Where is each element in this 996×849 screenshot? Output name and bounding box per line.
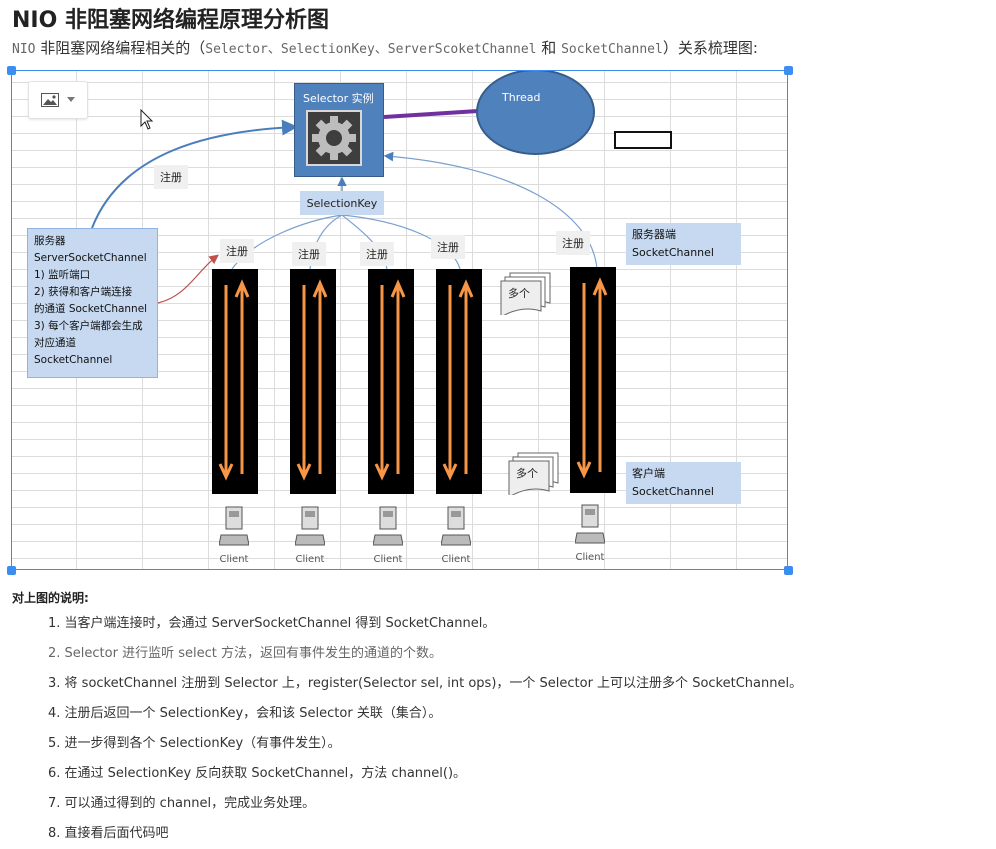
gear-icon — [312, 116, 356, 160]
thread-ellipse: Thread — [476, 71, 595, 155]
client-computer: Client — [562, 503, 618, 563]
resize-handle-bottom-left[interactable] — [7, 566, 16, 575]
list-item: 8. 直接看后面代码吧 — [48, 826, 169, 841]
bidirectional-arrow-icon — [296, 279, 328, 481]
list-item: 3. 将 socketChannel 注册到 Selector 上，regist… — [48, 676, 803, 691]
client-label: Client — [295, 554, 325, 565]
gear-tile — [306, 110, 362, 166]
resize-handle-bottom-right[interactable] — [784, 566, 793, 575]
register-label: 注册 — [431, 235, 465, 259]
computer-icon — [218, 506, 250, 546]
multi-label: 多个 — [508, 287, 530, 300]
resize-handle-top-right[interactable] — [784, 66, 793, 75]
socket-channel-bar — [368, 269, 414, 494]
resize-handle-top-left[interactable] — [7, 66, 16, 75]
subtitle: NIO 非阻塞网络编程相关的（Selector、SelectionKey、Ser… — [12, 37, 758, 58]
notes-heading: 对上图的说明: — [12, 591, 89, 605]
multi-doc-stack: 多个 — [500, 271, 552, 315]
client-computer: Client — [428, 505, 484, 565]
register-label: 注册 — [556, 231, 590, 255]
client-computer: Client — [360, 505, 416, 565]
server-box-line: ServerSocketChannel — [34, 252, 147, 264]
computer-icon — [574, 504, 606, 544]
server-socket-channel-box: 服务器 ServerSocketChannel 1) 监听端口 2) 获得和客户… — [27, 228, 158, 378]
server-box-line: 服务器 — [34, 235, 66, 247]
image-options-button[interactable] — [28, 81, 88, 119]
server-box-line: 的通道 SocketChannel — [34, 303, 148, 315]
bidirectional-arrow-icon — [374, 279, 406, 481]
diagram-connectors — [91, 109, 672, 304]
list-item: 5. 进一步得到各个 SelectionKey（有事件发生）。 — [48, 736, 341, 751]
server-side-title: 服务器端 — [632, 228, 676, 241]
page-title: NIO 非阻塞网络编程原理分析图 — [12, 8, 329, 33]
bidirectional-arrow-icon — [442, 279, 474, 481]
client-label: Client — [219, 554, 249, 565]
server-side-subtitle: SocketChannel — [632, 246, 714, 259]
client-label: Client — [575, 552, 605, 563]
bidirectional-arrow-icon — [218, 279, 250, 481]
list-item: 4. 注册后返回一个 SelectionKey，会和该 Selector 关联（… — [48, 706, 442, 721]
multi-label: 多个 — [516, 467, 538, 480]
subtitle-code-2: SocketChannel — [561, 42, 663, 57]
socket-channel-bar — [436, 269, 482, 494]
list-item: 7. 可以通过得到的 channel，完成业务处理。 — [48, 796, 316, 811]
diagram-image[interactable]: Selector 实例 Thread SelectionKey 注册 注册 注册… — [11, 70, 788, 570]
socket-channel-bar — [570, 267, 616, 493]
mouse-cursor-icon — [140, 109, 154, 130]
client-computer: Client — [206, 505, 262, 565]
subtitle-code-1: Selector、SelectionKey、ServerScoketChanne… — [205, 42, 537, 57]
socket-channel-bar — [212, 269, 258, 494]
bidirectional-arrow-icon — [576, 277, 608, 479]
subtitle-text-1: 非阻塞网络编程相关的（ — [35, 39, 206, 57]
client-computer: Client — [282, 505, 338, 565]
subtitle-nio: NIO — [12, 42, 36, 57]
register-label: 注册 — [360, 242, 394, 266]
client-side-socketchannel-box: 客户端 SocketChannel — [626, 462, 741, 504]
server-side-socketchannel-box: 服务器端 SocketChannel — [626, 223, 741, 265]
thread-label: Thread — [502, 91, 541, 104]
computer-icon — [294, 506, 326, 546]
client-side-title: 客户端 — [632, 467, 665, 480]
list-item: 2. Selector 进行监听 select 方法，返回有事件发生的通道的个数… — [48, 646, 442, 661]
selector-box: Selector 实例 — [294, 83, 384, 177]
selector-label: Selector 实例 — [303, 92, 374, 105]
list-item: 6. 在通过 SelectionKey 反向获取 SocketChannel，方… — [48, 766, 467, 781]
document-stack-icon — [500, 272, 551, 315]
socket-channel-bar — [290, 269, 336, 494]
register-label: 注册 — [154, 165, 188, 189]
client-side-subtitle: SocketChannel — [632, 485, 714, 498]
server-box-line: 对应通道 — [34, 337, 76, 349]
notes-list: 1. 当客户端连接时，会通过 ServerSocketChannel 得到 So… — [48, 609, 802, 849]
client-label: Client — [373, 554, 403, 565]
server-box-line: 1) 监听端口 — [34, 269, 91, 281]
client-label: Client — [441, 554, 471, 565]
computer-icon — [372, 506, 404, 546]
chevron-down-icon — [67, 97, 75, 102]
multi-doc-stack: 多个 — [508, 451, 560, 495]
subtitle-text-3: ）关系梳理图: — [662, 39, 758, 57]
server-box-line: 3) 每个客户端都会生成 — [34, 320, 143, 332]
document-stack-icon — [508, 452, 559, 495]
server-box-line: 2) 获得和客户端连接 — [34, 286, 133, 298]
server-box-line: SocketChannel — [34, 354, 113, 366]
subtitle-text-2: 和 — [536, 39, 562, 57]
register-label: 注册 — [220, 239, 254, 263]
list-item: 1. 当客户端连接时，会通过 ServerSocketChannel 得到 So… — [48, 616, 496, 631]
register-label: 注册 — [292, 242, 326, 266]
image-icon — [41, 93, 59, 107]
computer-icon — [440, 506, 472, 546]
selection-key-box: SelectionKey — [300, 191, 384, 215]
